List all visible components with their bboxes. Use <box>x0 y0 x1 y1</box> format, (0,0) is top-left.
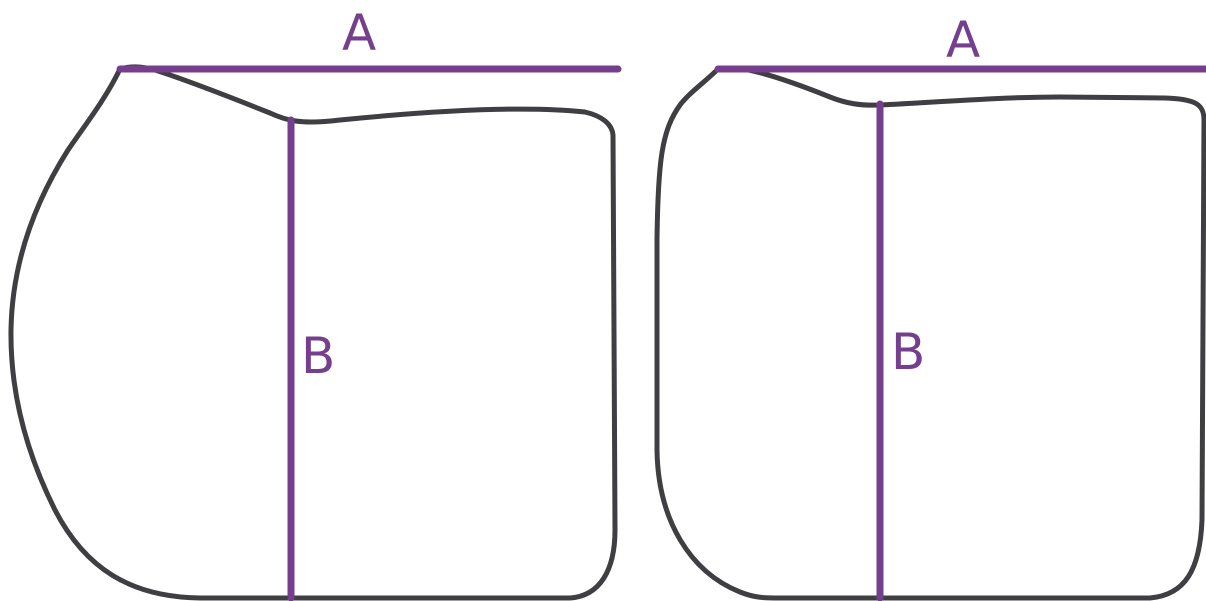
left-pad-outline <box>8 64 618 601</box>
right-pad-outline <box>654 65 1206 601</box>
right-label-b: B <box>891 323 926 381</box>
right-label-a: A <box>946 11 981 69</box>
left-label-b: B <box>301 327 336 385</box>
left-label-a: A <box>342 4 377 62</box>
